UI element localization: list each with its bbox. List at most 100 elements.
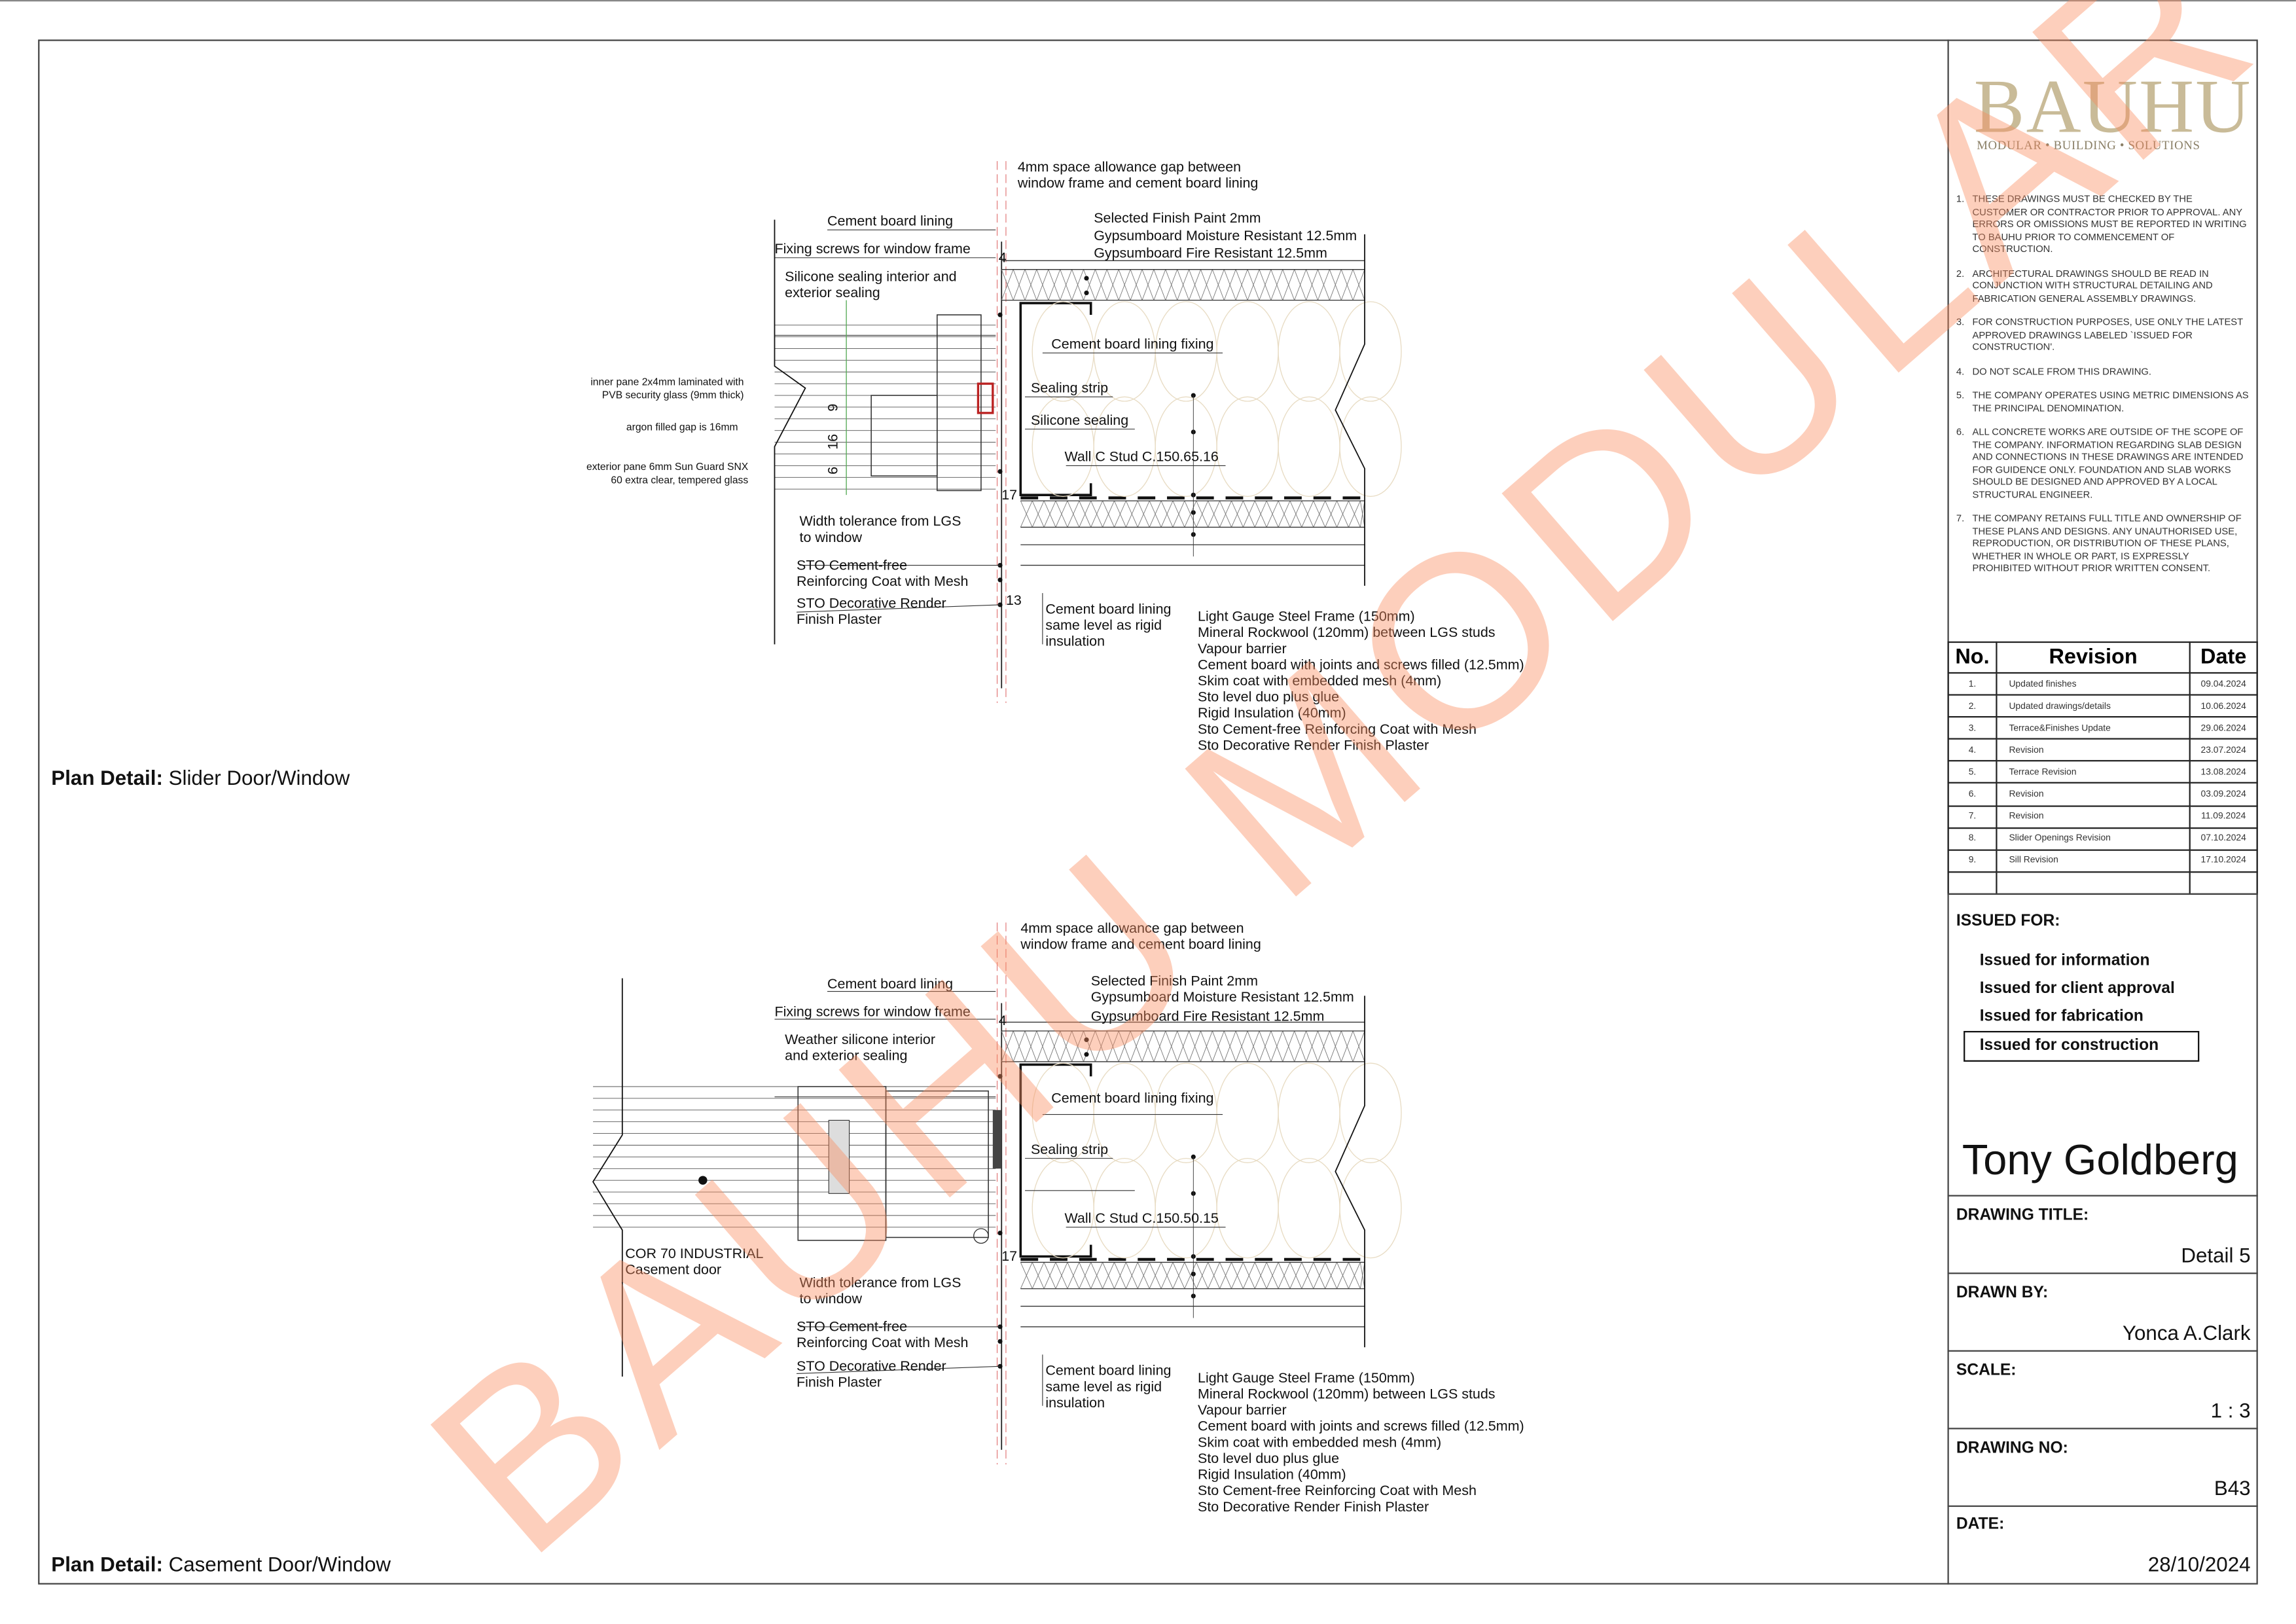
- hatch-line: [1289, 1262, 1302, 1289]
- hatch-line: [1048, 1030, 1061, 1062]
- note-number: 6.: [1956, 427, 1965, 438]
- note-text: THESE DRAWINGS MUST BE CHECKED BY THE CU…: [1972, 194, 2247, 255]
- hatch-line: [1211, 1030, 1225, 1062]
- dimension: 17: [1001, 487, 1018, 504]
- sto-render-label: STO Decorative Render: [797, 1359, 946, 1375]
- revision-desc: Revision: [1996, 804, 2191, 829]
- general-notes: 1. THESE DRAWINGS MUST BE CHECKED BY THE …: [1956, 195, 2249, 588]
- hatch-line: [1231, 1262, 1244, 1289]
- hatch-line: [1102, 1262, 1115, 1289]
- hatch-line: [1043, 500, 1056, 528]
- glass-dimension: 16: [825, 433, 842, 450]
- leader-dot: [997, 1074, 1003, 1079]
- layer-item: Rigid Insulation (40mm): [1198, 706, 1346, 722]
- hatch-line: [1223, 269, 1236, 300]
- hatch-line: [1318, 269, 1330, 300]
- layer-item: Mineral Rockwool (120mm) between LGS stu…: [1198, 1386, 1496, 1403]
- insulation-loop: [1093, 1157, 1156, 1259]
- hatch-line: [1270, 269, 1283, 300]
- cement-level-label: insulation: [1045, 634, 1105, 651]
- top-border: [0, 0, 2296, 2]
- hatch-line: [1289, 500, 1302, 528]
- company-logo: BAUHU: [1973, 65, 2252, 150]
- insulation-loop: [1216, 1062, 1279, 1164]
- fixing-screws-label: Fixing screws for window frame: [774, 1004, 971, 1021]
- hatch-line: [1130, 1030, 1143, 1062]
- detail-title-text: Slider Door/Window: [162, 766, 350, 789]
- c-stud: [1019, 302, 1092, 496]
- hatch-line: [1165, 1030, 1178, 1062]
- insulation-loop: [1278, 301, 1340, 402]
- insulation-loop: [1278, 1062, 1340, 1164]
- glass-dimension: 6: [825, 466, 842, 475]
- issued-option[interactable]: Issued for fabrication: [1979, 1007, 2144, 1026]
- divider: [1947, 1505, 2258, 1507]
- layer-item: Cement board with joints and screws fill…: [1198, 657, 1524, 674]
- hatch-line: [1090, 1262, 1103, 1289]
- note-item: 5.THE COMPANY OPERATES USING METRIC DIME…: [1956, 391, 2249, 416]
- client-name: Tony Goldberg: [1962, 1138, 2238, 1185]
- leader-dot: [1084, 276, 1089, 281]
- gap-note: 4mm space allowance gap between: [1020, 921, 1244, 937]
- hatch-line: [1325, 1262, 1337, 1289]
- cement-board-label: Cement board lining: [827, 977, 954, 993]
- finish-label: Gypsumboard Fire Resistant 12.5mm: [1094, 245, 1327, 262]
- cement-board-label: Cement board lining: [827, 213, 954, 230]
- detail-title: Plan Detail: Slider Door/Window: [51, 766, 350, 789]
- leader-dot: [997, 312, 1003, 317]
- note-text: THE COMPANY RETAINS FULL TITLE AND OWNER…: [1972, 514, 2242, 574]
- hatch-line: [1020, 500, 1033, 528]
- note-item: 1. THESE DRAWINGS MUST BE CHECKED BY THE …: [1956, 195, 2249, 257]
- revision-no: 7.: [1947, 804, 1998, 829]
- cement-level-label: Cement board lining: [1045, 1363, 1172, 1380]
- hatch-line: [1036, 1030, 1049, 1062]
- detail-title-prefix: Plan Detail:: [51, 1552, 163, 1576]
- hatch-line: [1306, 269, 1318, 300]
- glass-outer-label: 60 extra clear, tempered glass: [611, 476, 749, 486]
- sto-render-label: Finish Plaster: [797, 612, 882, 628]
- hatch-line: [1329, 1030, 1342, 1062]
- sealing-strip-label: Sealing strip: [1030, 380, 1109, 397]
- hatch-line: [1278, 500, 1291, 528]
- leader-dot: [1084, 1052, 1089, 1057]
- hatch-line: [1266, 1262, 1279, 1289]
- hatch-line: [1137, 500, 1150, 528]
- revision-desc: Slider Openings Revision: [1996, 827, 2191, 851]
- hatch-line: [1352, 269, 1365, 300]
- issued-option[interactable]: Issued for information: [1979, 952, 2150, 970]
- hatch-line: [1071, 269, 1084, 300]
- window-break-line: [774, 219, 806, 645]
- drawn-by-label: DRAWN BY:: [1956, 1284, 2049, 1302]
- hatch-line: [1125, 1262, 1138, 1289]
- break-line: [1335, 996, 1365, 1348]
- revision-desc: Revision: [1996, 782, 2191, 806]
- revision-date: 11.09.2024: [2189, 804, 2258, 829]
- hatch-line: [1043, 1262, 1056, 1289]
- hatch-line: [1336, 500, 1349, 528]
- leader-dot: [997, 469, 1003, 474]
- revision-no: 5.: [1947, 760, 1998, 784]
- note-number: 4.: [1956, 367, 1965, 378]
- sealing-strip-label: Sealing strip: [1030, 1142, 1109, 1159]
- hatch-line: [1278, 1262, 1291, 1289]
- note-number: 1.: [1956, 194, 1965, 206]
- sash-profile: [870, 395, 938, 477]
- insulation-loop: [1155, 1062, 1217, 1164]
- revision-no: 4.: [1947, 738, 1998, 763]
- hatch-line: [1235, 1030, 1248, 1062]
- frame-profile: [937, 314, 982, 492]
- drawing-no-label: DRAWING NO:: [1956, 1439, 2068, 1458]
- hatch-line: [1259, 1030, 1272, 1062]
- revision-desc: Updated finishes: [1996, 672, 2191, 696]
- hatch-line: [1060, 1030, 1073, 1062]
- break-line: [1335, 234, 1365, 586]
- divider: [1947, 1272, 2258, 1274]
- glass-gap-label: argon filled gap is 16mm: [626, 423, 738, 434]
- issued-option-selected[interactable]: Issued for construction: [1979, 1036, 2159, 1055]
- issued-option[interactable]: Issued for client approval: [1979, 979, 2175, 998]
- note-item: 7.THE COMPANY RETAINS FULL TITLE AND OWN…: [1956, 514, 2249, 576]
